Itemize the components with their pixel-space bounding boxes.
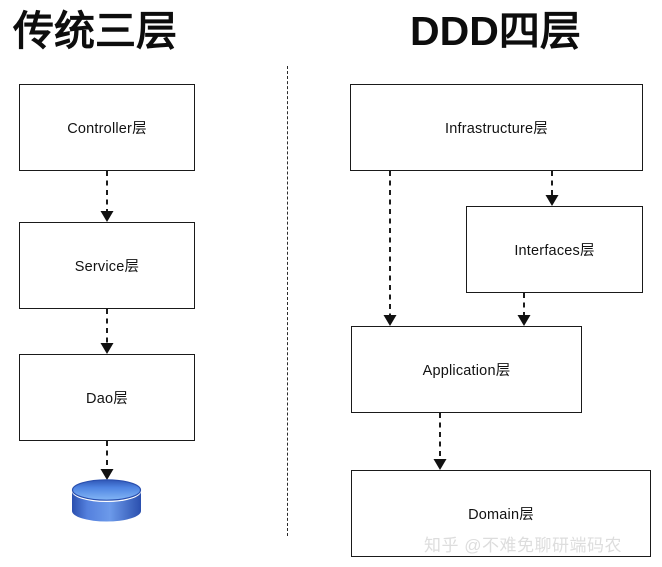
database-icon[interactable]: [69, 479, 144, 524]
node-infrastructure[interactable]: Infrastructure层: [350, 84, 643, 171]
right-panel-title: DDD四层: [410, 8, 581, 54]
arrowhead-infrastructure-to-application: [383, 315, 397, 326]
node-domain[interactable]: Domain层: [351, 470, 651, 557]
panel-divider: [287, 66, 288, 536]
node-controller[interactable]: Controller层: [19, 84, 195, 171]
node-application-label: Application层: [422, 363, 511, 379]
arrowhead-service-to-dao: [100, 343, 114, 354]
watermark: 知乎 @不难免聊研端码农: [424, 536, 622, 555]
left-panel-title: 传统三层: [13, 8, 177, 54]
node-service[interactable]: Service层: [19, 222, 195, 309]
node-service-label: Service层: [74, 259, 140, 275]
node-application[interactable]: Application层: [351, 326, 582, 413]
arrowhead-controller-to-service: [100, 211, 114, 222]
arrowhead-application-to-domain: [433, 459, 447, 470]
node-domain-label: Domain层: [468, 507, 534, 523]
arrowhead-infrastructure-to-interfaces: [545, 195, 559, 206]
node-interfaces-label: Interfaces层: [514, 243, 595, 259]
node-dao[interactable]: Dao层: [19, 354, 195, 441]
node-interfaces[interactable]: Interfaces层: [466, 206, 643, 293]
arrowhead-interfaces-to-application: [517, 315, 531, 326]
node-controller-label: Controller层: [67, 121, 147, 137]
node-dao-label: Dao层: [86, 391, 128, 407]
node-infrastructure-label: Infrastructure层: [445, 121, 548, 137]
